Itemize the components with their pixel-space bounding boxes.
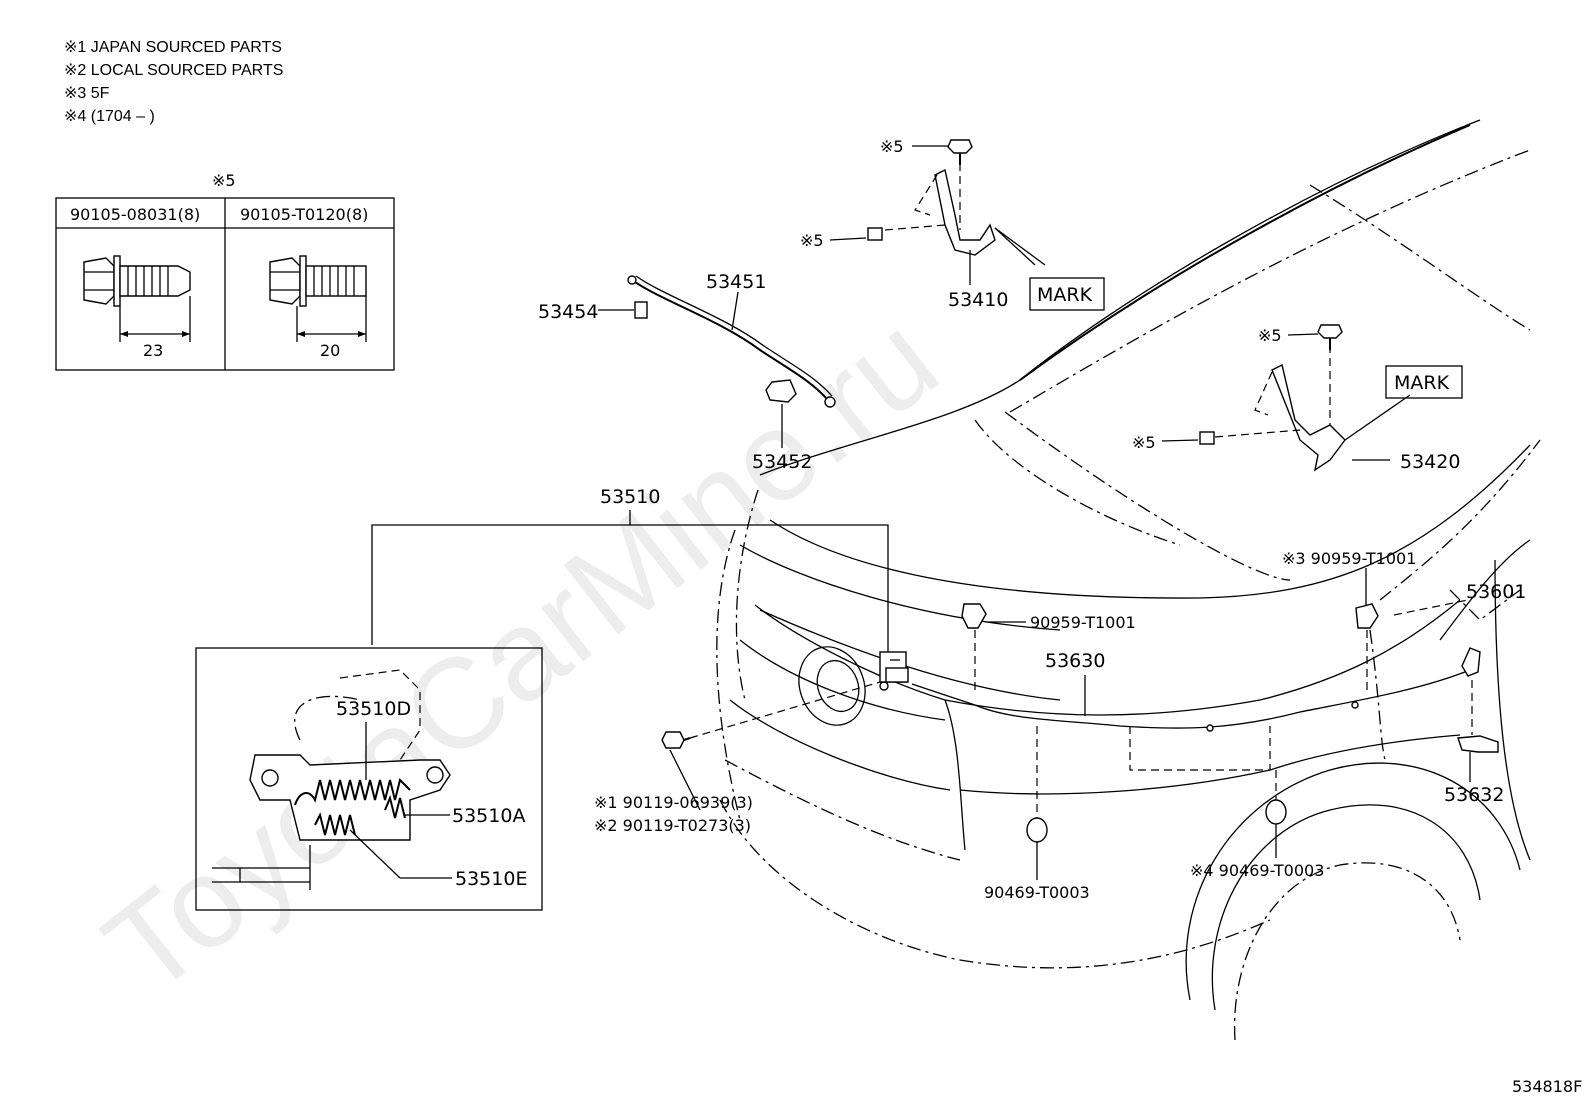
bolt-table-mark: ※5: [212, 171, 236, 190]
part-label-53410: 53410: [948, 289, 1008, 311]
hood-release-cable: [974, 669, 1471, 771]
bolt-icon: [83, 255, 191, 307]
release-lever-53601: [1393, 599, 1481, 677]
part-label-90119-1: ※1 90119-06939(3): [594, 793, 753, 812]
bolt-length-2: 20: [320, 341, 340, 360]
part-label-90469: 90469-T0003: [984, 883, 1090, 902]
clip-90469: [1026, 726, 1048, 843]
bolt-icon: [947, 139, 973, 154]
note-mark-5: ※5: [880, 137, 904, 156]
part-label-90469-s4: ※4 90469-T0003: [1190, 861, 1324, 880]
part-label-90959-s3: ※3 90959-T1001: [1282, 549, 1416, 568]
part-label-53632: 53632: [1444, 784, 1504, 806]
part-label-53510E: 53510E: [455, 868, 527, 890]
note-2: ※2 LOCAL SOURCED PARTS: [64, 62, 283, 79]
part-label-53451: 53451: [706, 271, 766, 293]
bolt-table: ※5 90105-08031(8) 90105-T0120(8) 23: [55, 171, 395, 371]
vehicle-outline: [716, 119, 1541, 1041]
part-label-90119-2: ※2 90119-T0273(3): [594, 816, 751, 835]
hood-hinge-53410: [867, 139, 1046, 285]
mark-box: [1385, 365, 1463, 399]
note-3: ※3 5F: [64, 85, 110, 102]
bolt-part-1: 90105-08031(8): [70, 205, 200, 224]
clip-90469-s4: [1265, 770, 1287, 825]
mark-label: MARK: [1037, 284, 1093, 306]
rod-holder-53454: [634, 301, 648, 319]
bolt-length-1: 23: [143, 341, 163, 360]
bolt-icon: [269, 255, 367, 307]
notes: ※1 JAPAN SOURCED PARTS ※2 LOCAL SOURCED …: [64, 39, 283, 125]
rod-clip-53452: [765, 379, 797, 403]
note-4: ※4 (1704 – ): [64, 108, 155, 125]
figure-code: 534818F: [1512, 1077, 1582, 1096]
part-label-53452: 53452: [752, 451, 812, 473]
hood-lock-53510: [879, 651, 976, 706]
part-label-90959: 90959-T1001: [1030, 613, 1136, 632]
hood-support-rod: [627, 275, 836, 408]
hood-hinge-53420: [1199, 324, 1411, 472]
hood-lock-detail: [212, 669, 451, 890]
part-label-53510A: 53510A: [452, 805, 525, 827]
note-mark-5: ※5: [800, 231, 824, 250]
bolt-icon: [867, 227, 883, 241]
clamp-90959-s3: [1355, 603, 1379, 695]
clamp-90959: [961, 603, 987, 690]
mark-label: MARK: [1394, 372, 1450, 394]
bolt-icon: [1317, 324, 1343, 339]
part-label-53601: 53601: [1466, 581, 1526, 603]
part-label-53454: 53454: [538, 301, 598, 323]
note-1: ※1 JAPAN SOURCED PARTS: [64, 39, 282, 56]
part-label-53420: 53420: [1400, 451, 1460, 473]
part-label-53510D: 53510D: [336, 698, 411, 720]
hood-lock-detail-box: [195, 647, 543, 911]
note-mark-5: ※5: [1132, 433, 1156, 452]
bolt-part-2: 90105-T0120(8): [240, 205, 368, 224]
bolt-icon: [1199, 431, 1215, 445]
part-label-53630: 53630: [1045, 650, 1105, 672]
note-mark-5: ※5: [1258, 326, 1282, 345]
bolt-90119: [661, 681, 881, 749]
bracket-53632: [1457, 680, 1499, 753]
bolt-icon: [661, 731, 685, 749]
part-label-53510: 53510: [600, 486, 660, 508]
mark-box: [1029, 277, 1105, 311]
